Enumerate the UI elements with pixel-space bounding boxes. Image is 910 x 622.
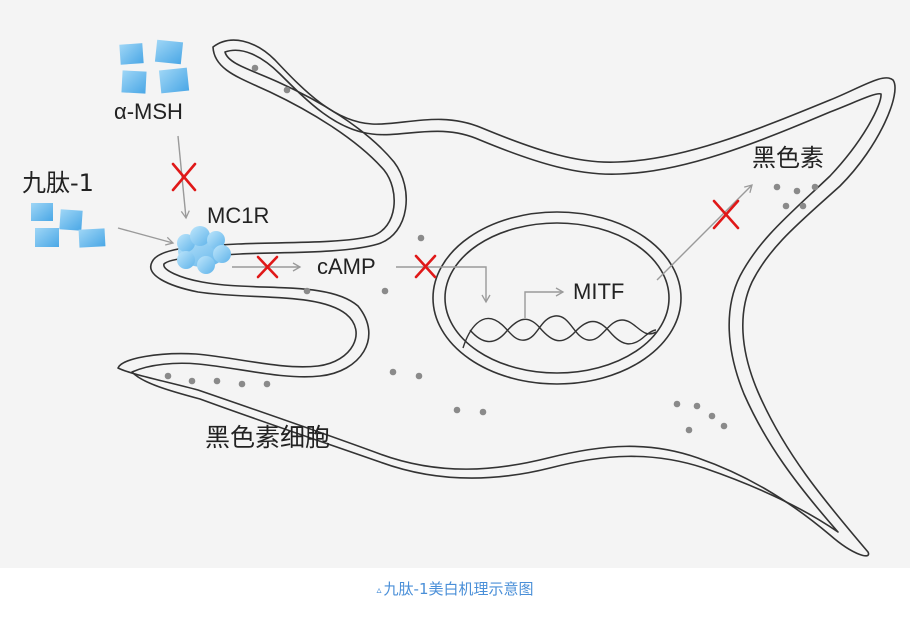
peptide-label: 九肽-1 [22, 169, 94, 197]
peptide-squares [31, 203, 106, 248]
peptide-square-icon [154, 39, 184, 65]
caption-triangle-icon: ▵ [376, 585, 382, 596]
caption-text: 九肽-1美白机理示意图 [383, 580, 534, 598]
peptide-square-icon [158, 67, 190, 94]
figure-caption: ▵九肽-1美白机理示意图 [0, 578, 910, 599]
peptide-square-icon [78, 228, 106, 248]
peptide-square-icon [121, 70, 147, 94]
peptide-square-icon [35, 228, 59, 247]
receptor-blob-icon [177, 226, 231, 274]
melanin-label: 黑色素 [752, 144, 824, 172]
peptide-square-icon [59, 209, 83, 231]
dna-strands [462, 315, 657, 349]
camp-label: cAMP [317, 254, 376, 279]
block-x-icon [414, 254, 437, 279]
nucleus [432, 211, 682, 385]
melanocyte-label: 黑色素细胞 [205, 423, 331, 452]
block-x-icon [712, 199, 740, 230]
pigment-dots [164, 64, 819, 434]
peptide-square-icon [119, 43, 144, 65]
alpha-msh-label: α-MSH [114, 99, 183, 124]
block-x-icon [171, 162, 197, 192]
cell-outline [117, 39, 896, 557]
block-x-icon [256, 255, 279, 279]
mc1r-label: MC1R [207, 203, 270, 228]
peptide-square-icon [31, 203, 53, 221]
mechanism-diagram: α-MSH 九肽-1 MC1R cAMP MITF 黑色素 黑色素细胞 [0, 0, 910, 568]
mitf-label: MITF [573, 279, 625, 304]
diagram-canvas [31, 39, 896, 557]
block-marks [171, 162, 740, 279]
alpha-msh-squares [119, 39, 190, 94]
